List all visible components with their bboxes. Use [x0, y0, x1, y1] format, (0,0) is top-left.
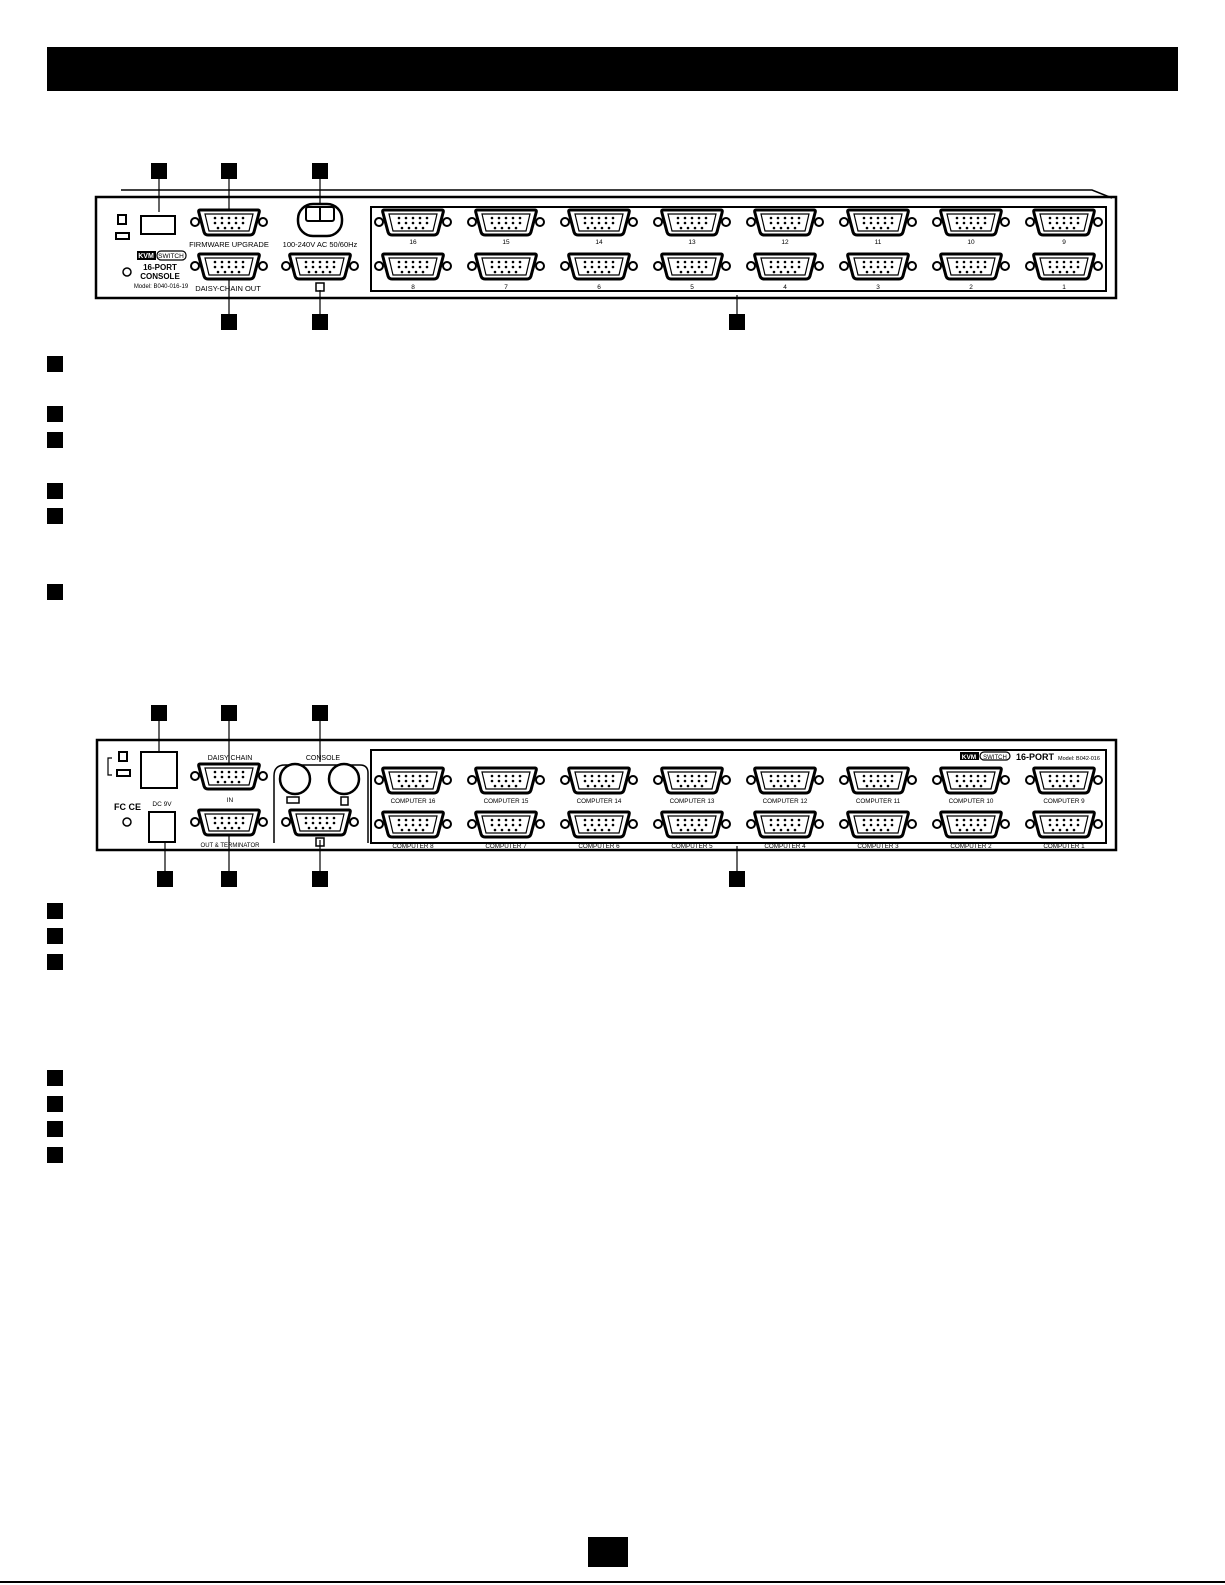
computer-port-label: COMPUTER 3 [857, 843, 899, 850]
computer-port-label: COMPUTER 8 [392, 843, 434, 850]
port-number-label: 3 [876, 284, 880, 291]
model-number: Model: B040-016-19 [134, 284, 189, 290]
daisy-chain-label: DAISY CHAIN [208, 755, 253, 762]
computer-port-label: COMPUTER 2 [950, 843, 992, 850]
legend-marker [47, 508, 63, 524]
callout-marker [729, 314, 745, 330]
console-label: CONSOLE [140, 272, 180, 281]
callout-marker [151, 705, 167, 721]
brand-kvm-label: KVM [138, 253, 154, 260]
console-label: CONSOLE [306, 755, 341, 762]
port-number-label: 2 [969, 284, 973, 291]
dc-power-label: DC 9V [152, 801, 172, 808]
computer-port-label: COMPUTER 11 [856, 798, 901, 805]
computer-port-label: COMPUTER 7 [485, 843, 527, 850]
callout-marker [151, 163, 167, 179]
power-input-label: 100-240V AC 50/60Hz [283, 240, 358, 249]
callout-marker [312, 871, 328, 887]
port-number-label: 11 [875, 239, 882, 246]
callout-marker [312, 314, 328, 330]
computer-port-label: COMPUTER 5 [671, 843, 713, 850]
port-number-label: 10 [967, 239, 975, 246]
legend-marker [47, 1147, 63, 1163]
footer-rule [0, 1581, 1225, 1583]
page-number-box [588, 1537, 628, 1567]
callout-marker [221, 871, 237, 887]
port-number-label: 8 [411, 284, 415, 291]
port-number-label: 14 [595, 239, 603, 246]
daisy-chain-in-label: IN [227, 797, 234, 804]
port-number-label: 9 [1062, 239, 1066, 246]
computer-port-label: COMPUTER 15 [484, 798, 529, 805]
callout-marker [221, 314, 237, 330]
port-number-label: 5 [690, 284, 694, 291]
legend-marker [47, 1070, 63, 1086]
brand-switch-label: SWITCH [983, 755, 1007, 761]
callout-marker [221, 163, 237, 179]
computer-port-label: COMPUTER 4 [764, 843, 806, 850]
port-count-label: 16-PORT [1016, 752, 1055, 762]
computer-port-label: COMPUTER 13 [670, 798, 715, 805]
daisy-chain-out-label: DAISY-CHAIN OUT [195, 284, 261, 293]
port-number-label: 13 [688, 239, 696, 246]
computer-port-label: COMPUTER 1 [1043, 843, 1085, 850]
computer-port-label: COMPUTER 12 [763, 798, 808, 805]
port-number-label: 6 [597, 284, 601, 291]
port-number-label: 16 [409, 239, 417, 246]
callout-marker [312, 163, 328, 179]
model-number: Model: B042-016 [1058, 756, 1100, 762]
firmware-upgrade-label: FIRMWARE UPGRADE [189, 240, 269, 249]
callout-marker [157, 871, 173, 887]
port-number-label: 7 [504, 284, 508, 291]
legend-marker [47, 432, 63, 448]
callout-marker [729, 871, 745, 887]
brand-switch-label: SWITCH [158, 253, 184, 260]
legend-marker [47, 954, 63, 970]
computer-port-label: COMPUTER 6 [578, 843, 620, 850]
certification-marks: FC CE [114, 802, 141, 812]
port-number-label: 1 [1062, 284, 1066, 291]
daisy-chain-out-label: OUT & TERMINATOR [201, 843, 261, 849]
legend-marker [47, 903, 63, 919]
legend-marker [47, 928, 63, 944]
computer-port-label: COMPUTER 10 [949, 798, 994, 805]
legend-marker [47, 483, 63, 499]
legend-marker [47, 1121, 63, 1137]
brand-kvm-label: KVM [962, 754, 976, 761]
legend-marker [47, 584, 63, 600]
callout-marker [312, 705, 328, 721]
legend-marker [47, 356, 63, 372]
callout-marker [221, 705, 237, 721]
legend-marker [47, 1096, 63, 1112]
port-number-label: 12 [781, 239, 789, 246]
computer-port-label: COMPUTER 9 [1043, 798, 1085, 805]
computer-port-label: COMPUTER 16 [391, 798, 436, 805]
header-bar [47, 47, 1178, 91]
legend-marker [47, 406, 63, 422]
port-number-label: 4 [783, 284, 787, 291]
port-count-label: 16-PORT [143, 263, 177, 272]
computer-port-label: COMPUTER 14 [577, 798, 622, 805]
port-number-label: 15 [502, 239, 510, 246]
